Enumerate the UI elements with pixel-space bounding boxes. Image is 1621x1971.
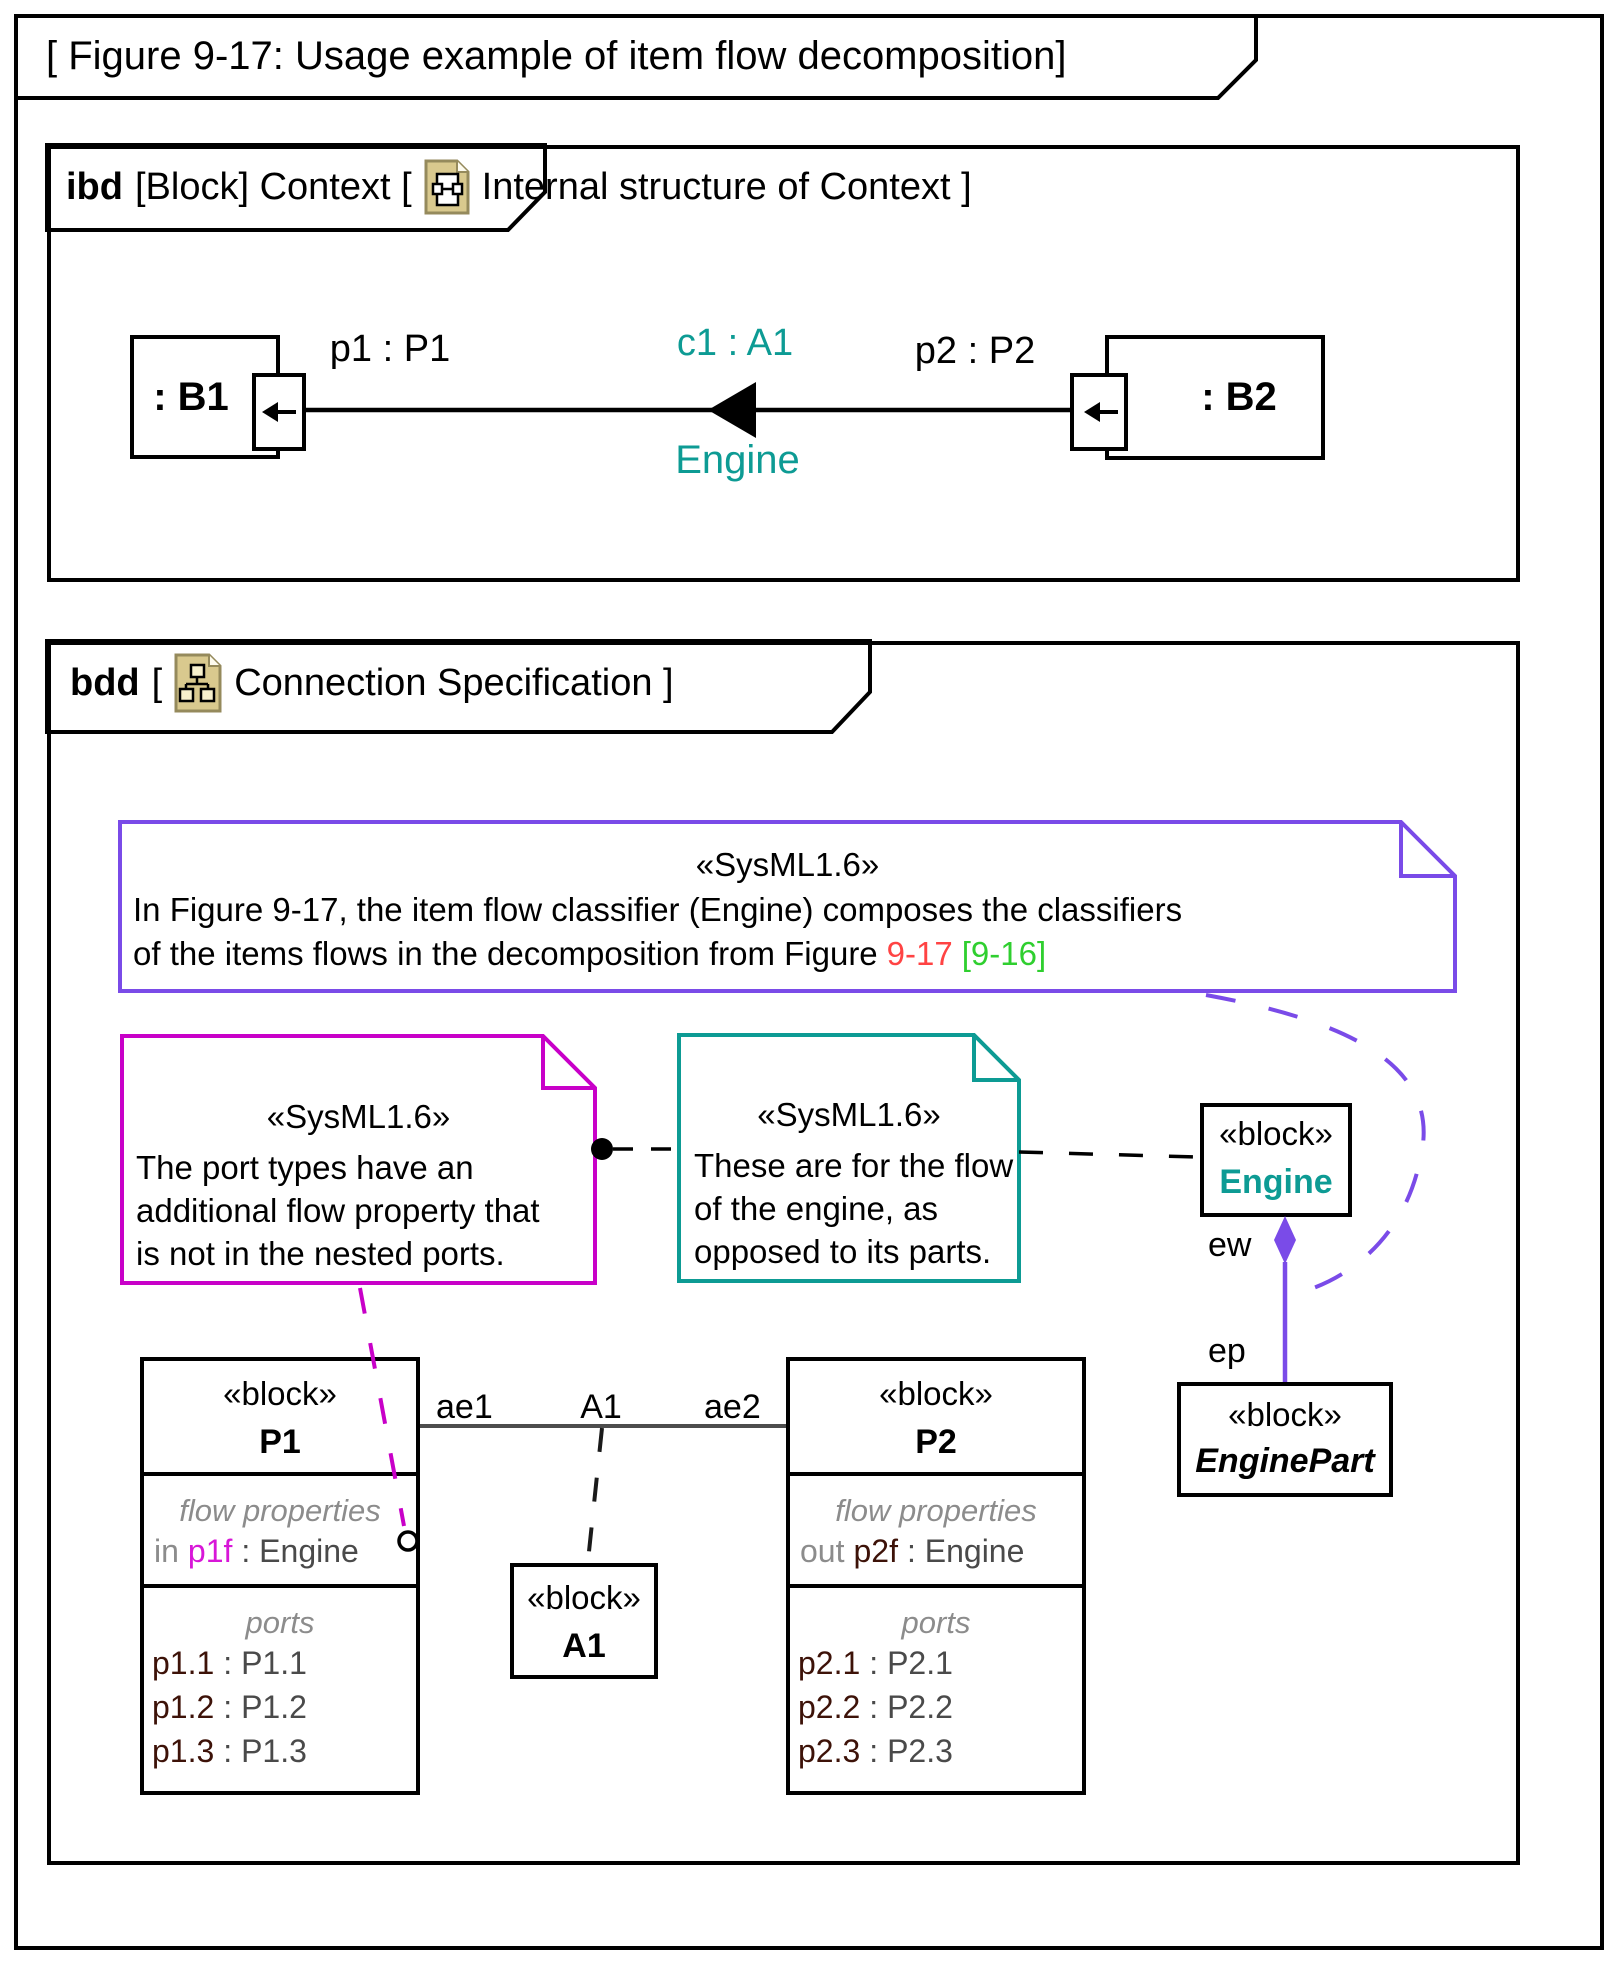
- block-p2-stereotype: «block»: [879, 1375, 993, 1412]
- p1-port2-name: p1.2: [152, 1689, 215, 1725]
- page-title: [ Figure 9-17: Usage example of item flo…: [46, 34, 1067, 78]
- assoc-end-ae2-label: ae2: [704, 1388, 761, 1426]
- p1-port-row-1: p1.1: P1.1: [152, 1645, 307, 1682]
- block-enginepart-stereotype: «block»: [1228, 1396, 1342, 1433]
- purple-note-line1: In Figure 9-17, the item flow classifier…: [133, 891, 1183, 928]
- p1-port2-type: : P1.2: [223, 1689, 307, 1725]
- magenta-note-line1: The port types have an: [136, 1149, 474, 1186]
- figure-ref-green: [9-16]: [961, 935, 1047, 972]
- p1-port1-name: p1.1: [152, 1645, 215, 1681]
- p2-port1-type: : P2.1: [869, 1645, 953, 1681]
- assoc-end-ew-label: ew: [1208, 1226, 1252, 1264]
- p1-port-row-3: p1.3: P1.3: [152, 1733, 307, 1770]
- p1-port-row-2: p1.2: P1.2: [152, 1689, 307, 1726]
- outer-diagram-frame: [14, 14, 1604, 1950]
- magenta-note-body: The port types have an additional flow p…: [136, 1146, 540, 1275]
- p1-port1-type: : P1.1: [223, 1645, 307, 1681]
- block-a1-name: A1: [562, 1627, 606, 1665]
- p2-port3-name: p2.3: [798, 1733, 861, 1769]
- purple-note-line2-text: of the items flows in the decomposition …: [133, 935, 878, 972]
- ibd-title-end: Internal structure of Context ]: [481, 165, 972, 208]
- bdd-tab: bdd [ Connection Specification ]: [70, 652, 674, 714]
- block-engine: «block» Engine: [1200, 1103, 1352, 1217]
- p2-flow-name: p2f: [853, 1533, 898, 1569]
- block-enginepart-name: EnginePart: [1195, 1442, 1375, 1480]
- teal-note-line3: opposed to its parts.: [694, 1233, 992, 1270]
- block-a1-stereotype: «block»: [527, 1579, 641, 1616]
- block-p1-stereotype: «block»: [223, 1375, 337, 1412]
- magenta-note-line3: is not in the nested ports.: [136, 1235, 505, 1272]
- ibd-keyword: ibd: [66, 165, 123, 208]
- p1-ports-header: ports: [245, 1605, 315, 1640]
- p2-compartment-divider-1: [790, 1472, 1082, 1476]
- block-enginepart: «block» EnginePart: [1177, 1382, 1393, 1497]
- bdd-diagram-icon: [174, 653, 222, 713]
- p2-ports-header: ports: [901, 1605, 971, 1640]
- purple-note-body: In Figure 9-17, the item flow classifier…: [133, 888, 1182, 976]
- part-b1-label: : B1: [153, 374, 229, 419]
- p2-flow-properties-header: flow properties: [835, 1493, 1037, 1528]
- p1-flow-properties-header: flow properties: [179, 1493, 381, 1528]
- p2-port-row-1: p2.1: P2.1: [798, 1645, 953, 1682]
- p1-flow-direction: in: [154, 1533, 179, 1569]
- p2-port2-name: p2.2: [798, 1689, 861, 1725]
- p2-port1-name: p2.1: [798, 1645, 861, 1681]
- p1-compartment-divider-2: [144, 1584, 416, 1588]
- port-p1-label: p1 : P1: [329, 328, 451, 370]
- block-p1-name: P1: [259, 1423, 301, 1461]
- purple-note-stereotype: «SysML1.6»: [695, 846, 880, 883]
- p2-flow-type: : Engine: [906, 1533, 1025, 1569]
- p2-port-row-2: p2.2: P2.2: [798, 1689, 953, 1726]
- teal-note-stereotype: «SysML1.6»: [757, 1096, 941, 1133]
- assoc-end-ep-label: ep: [1208, 1332, 1246, 1370]
- block-engine-stereotype: «block»: [1219, 1115, 1333, 1152]
- p2-port2-type: : P2.2: [869, 1689, 953, 1725]
- p1-compartment-divider-1: [144, 1472, 416, 1476]
- figure-ref-red: 9-17: [886, 935, 953, 972]
- magenta-note-line2: additional flow property that: [136, 1192, 540, 1229]
- part-b2: : B2: [1105, 335, 1325, 460]
- internal-structure-icon: [424, 159, 470, 215]
- port-p1: [252, 373, 306, 451]
- port-p2: [1070, 373, 1128, 451]
- p1-flow-type: : Engine: [241, 1533, 359, 1569]
- teal-note-line1: These are for the flow: [694, 1147, 1014, 1184]
- teal-note-body: These are for the flow of the engine, as…: [694, 1144, 1013, 1273]
- bdd-frame: [47, 641, 1520, 1865]
- connector-label: c1 : A1: [676, 322, 794, 364]
- purple-note-line2: of the items flows in the decomposition …: [133, 932, 1182, 976]
- teal-note-line2: of the engine, as: [694, 1190, 939, 1227]
- bdd-title-open: [: [151, 661, 163, 704]
- p2-compartment-divider-2: [790, 1584, 1082, 1588]
- block-a1: «block» A1: [510, 1563, 658, 1679]
- magenta-note-stereotype: «SysML1.6»: [266, 1098, 451, 1135]
- assoc-name-label: A1: [580, 1388, 622, 1426]
- p1-port3-type: : P1.3: [223, 1733, 307, 1769]
- p2-port-row-3: p2.3: P2.3: [798, 1733, 953, 1770]
- p2-flow-direction: out: [800, 1533, 845, 1569]
- ibd-title-mid: [Block] Context [: [134, 165, 412, 208]
- p1-flow-name: p1f: [187, 1533, 233, 1569]
- ibd-frame: [47, 145, 1520, 582]
- bdd-title-end: Connection Specification ]: [234, 661, 674, 704]
- block-engine-name: Engine: [1219, 1163, 1333, 1201]
- p1-port3-name: p1.3: [152, 1733, 215, 1769]
- item-flow-label: Engine: [675, 438, 800, 482]
- p2-port3-type: : P2.3: [869, 1733, 953, 1769]
- ibd-tab: ibd [Block] Context [ Internal structure…: [66, 158, 972, 216]
- bdd-keyword: bdd: [70, 661, 140, 704]
- port-p2-label: p2 : P2: [914, 330, 1036, 372]
- block-p2-name: P2: [915, 1423, 957, 1461]
- part-b2-label: : B2: [1201, 375, 1277, 419]
- assoc-end-ae1-label: ae1: [436, 1388, 493, 1426]
